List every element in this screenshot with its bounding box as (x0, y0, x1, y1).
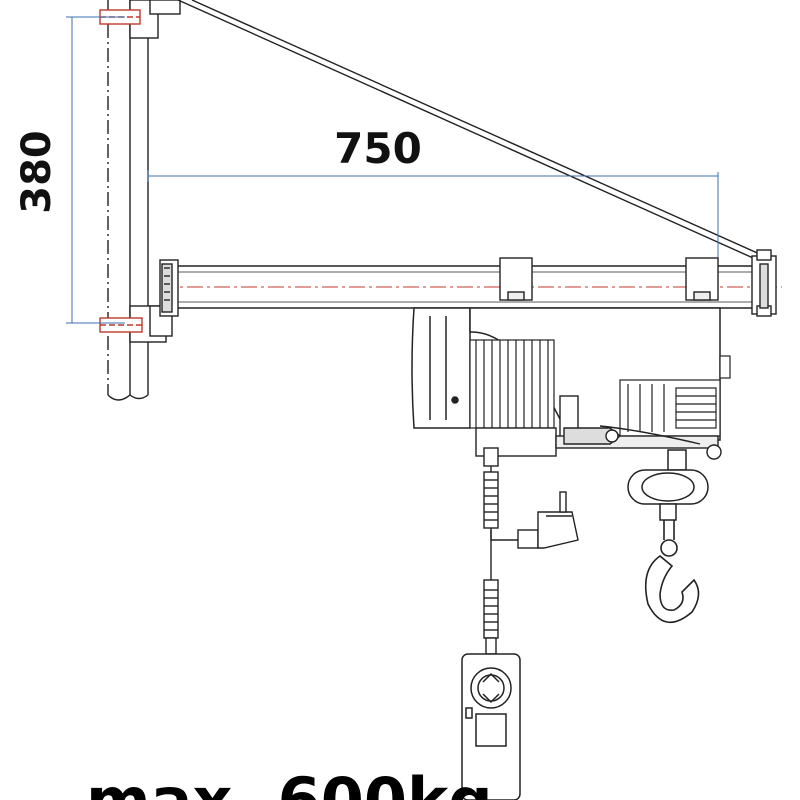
top-bracket (99, 0, 181, 39)
horizontal-dimension-label: 750 (334, 124, 422, 173)
trolley-clamp-left (499, 257, 533, 301)
capacity-label: max. 600kg (86, 764, 493, 800)
limit-switch-lever (563, 425, 722, 460)
pendant-controller (461, 653, 521, 800)
support-strut (177, 0, 765, 263)
boom-right-end (751, 249, 777, 317)
power-plug-icon (517, 491, 579, 549)
dimension-lines (66, 16, 719, 324)
hook-block (627, 449, 709, 521)
hook-icon (644, 520, 700, 623)
pendant-up-button (470, 667, 512, 709)
motor-fins (469, 339, 555, 429)
vertical-dimension-label: 380 (14, 130, 60, 214)
trolley-clamp-right (685, 257, 719, 301)
pendant-down-button (475, 713, 507, 747)
gear-drum (619, 355, 731, 437)
control-cable (483, 447, 518, 655)
boom-left-end (159, 259, 179, 317)
